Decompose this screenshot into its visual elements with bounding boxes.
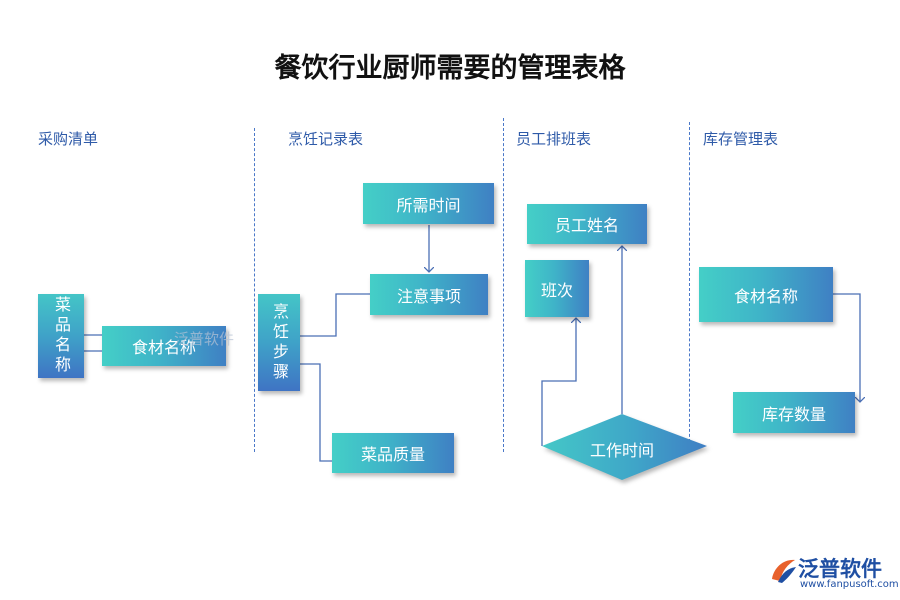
logo-name: 泛普软件 [798, 557, 882, 581]
schedule-employee-name: 员工姓名 [527, 204, 647, 244]
watermark: 泛普软件 [174, 330, 235, 348]
section-divider [254, 128, 255, 452]
schedule-shift: 班次 [525, 260, 589, 317]
section-label-purchase: 采购清单 [38, 130, 99, 148]
section-divider [503, 118, 504, 452]
inventory-ingredient-name: 食材名称 [699, 267, 833, 322]
connector-steps-notes [300, 293, 370, 337]
logo-url: www.fanpusoft.com [800, 579, 899, 590]
logo-icon [772, 559, 796, 583]
cooking-steps: 烹饪步骤 [258, 294, 300, 391]
work-time-diamond [542, 414, 707, 480]
connector-steps-quality [300, 363, 332, 462]
section-label-inventory: 库存管理表 [703, 130, 779, 148]
inventory-stock-qty: 库存数量 [733, 392, 855, 433]
schedule-work-time-label: 工作时间 [589, 441, 654, 460]
section-divider [689, 122, 690, 452]
section-label-cooking: 烹饪记录表 [288, 130, 364, 148]
brand-logo: 泛普软件 www.fanpusoft.com [768, 553, 899, 595]
purchase-ingredient-name: 食材名称 [102, 326, 226, 366]
cooking-notes: 注意事项 [370, 274, 488, 315]
connector-ingredient-stock [832, 293, 860, 402]
page-title: 餐饮行业厨师需要的管理表格 [274, 53, 626, 84]
cooking-dish-quality: 菜品质量 [332, 433, 454, 473]
connector-worktime-shift [541, 318, 576, 446]
purchase-dish-name: 菜品名称 [38, 294, 84, 378]
section-label-schedule: 员工排班表 [516, 130, 592, 148]
cooking-time-needed: 所需时间 [363, 183, 494, 224]
